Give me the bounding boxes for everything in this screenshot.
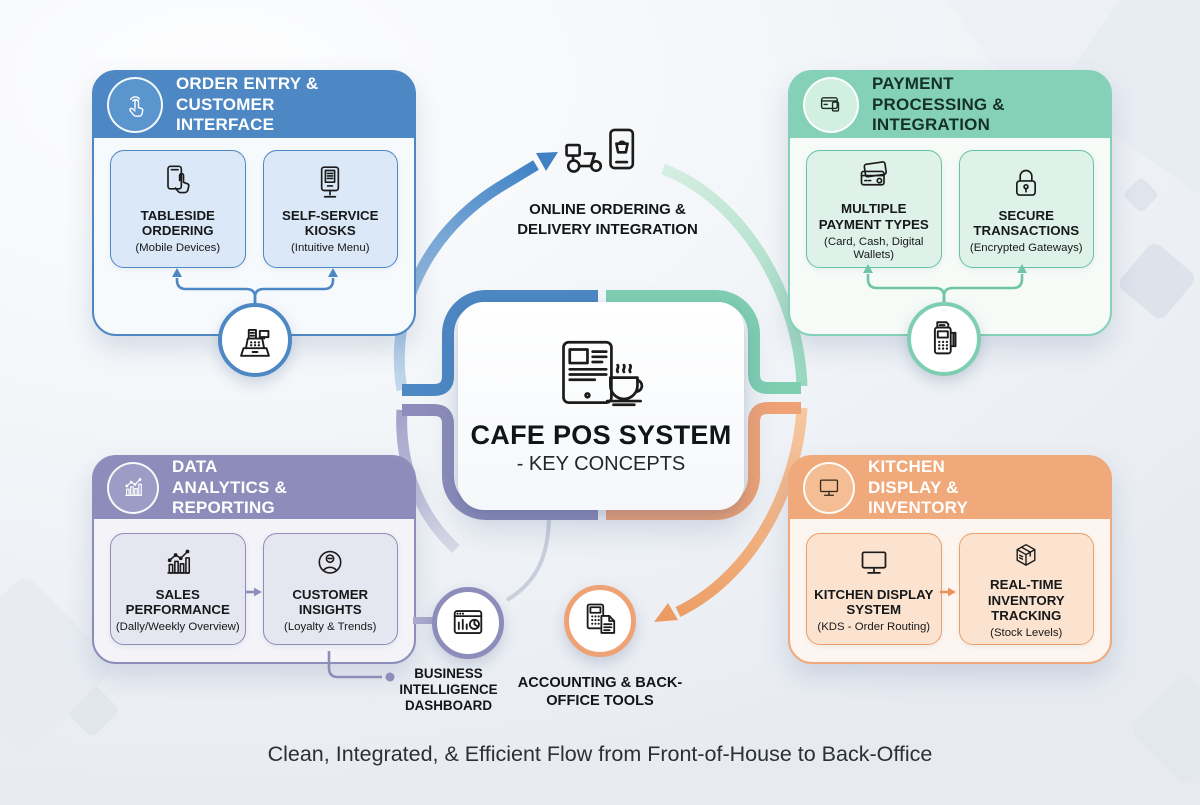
monitor-icon xyxy=(803,462,855,514)
kitchen-title: KITCHEN DISPLAY & INVENTORY xyxy=(868,457,969,518)
card-title: REAL-TIME INVENTORY TRACKING xyxy=(987,576,1065,624)
bar-chart-icon xyxy=(159,544,197,582)
card-subtitle: (KDS - Order Routing) xyxy=(817,621,931,634)
kds-card: KITCHEN DISPLAY SYSTEM (KDS - Order Rout… xyxy=(806,533,942,645)
card-title: CUSTOMER INSIGHTS xyxy=(292,586,369,618)
card-title: SELF-SERVICE KIOSKS xyxy=(281,207,379,239)
sales-performance-card: SALES PERFORMANCE (Dally/Weekly Overview… xyxy=(110,533,246,645)
card-title: MULTIPLE PAYMENT TYPES xyxy=(818,201,929,232)
customer-icon xyxy=(311,544,349,582)
center-subtitle: - KEY CONCEPTS xyxy=(516,452,686,475)
order-entry-box: ORDER ENTRY & CUSTOMER INTERFACE TABLESI… xyxy=(92,70,416,336)
accounting-arrowhead xyxy=(654,603,678,622)
phone-tap-icon xyxy=(158,163,198,203)
card-title: KITCHEN DISPLAY SYSTEM xyxy=(814,586,934,618)
self-service-kiosks-card: SELF-SERVICE KIOSKS (Intuitive Menu) xyxy=(262,150,398,268)
card-title: SECURE TRANSACTIONS xyxy=(973,207,1080,239)
accounting-node xyxy=(564,585,636,657)
card-subtitle: (Encrypted Gateways) xyxy=(969,242,1083,255)
inventory-card: REAL-TIME INVENTORY TRACKING (Stock Leve… xyxy=(958,533,1094,645)
tableside-ordering-card: TABLESIDE ORDERING (Mobile Devices) xyxy=(110,150,246,268)
payment-processing-box: PAYMENT PROCESSING & INTEGRATION MULTIPL… xyxy=(788,70,1112,336)
customer-insights-card: CUSTOMER INSIGHTS (Loyalty & Trends) xyxy=(262,533,398,645)
payment-title: PAYMENT PROCESSING & INTEGRATION xyxy=(872,74,1005,135)
kitchen-display-box: KITCHEN DISPLAY & INVENTORY KITCHEN DISP… xyxy=(788,455,1112,664)
card-title: TABLESIDE ORDERING xyxy=(140,207,215,239)
analytics-header: DATA ANALYTICS & REPORTING xyxy=(94,457,414,519)
cash-register-icon xyxy=(232,317,278,363)
chart-growth-icon xyxy=(107,462,159,514)
wallet-card-icon xyxy=(803,77,859,133)
card-title: SALES PERFORMANCE xyxy=(125,586,230,618)
data-analytics-box: DATA ANALYTICS & REPORTING SALES PERFORM… xyxy=(92,455,416,664)
center-to-bi-connector xyxy=(505,513,551,602)
business-intelligence-label: BUSINESS INTELLIGENCE DASHBOARD xyxy=(399,666,498,713)
diagram-caption: Clean, Integrated, & Efficient Flow from… xyxy=(267,742,933,766)
package-box-icon xyxy=(1007,538,1045,572)
card-subtitle: (Dally/Weekly Overview) xyxy=(115,621,240,634)
bi-dashboard-icon xyxy=(446,601,490,645)
card-terminal-icon xyxy=(921,316,967,362)
center-pos-box: CAFE POS SYSTEM - KEY CONCEPTS xyxy=(458,302,744,510)
payment-terminal-node xyxy=(907,302,981,376)
kiosk-icon xyxy=(310,163,350,203)
order-entry-header: ORDER ENTRY & CUSTOMER INTERFACE xyxy=(94,72,414,138)
secure-transactions-card: SECURE TRANSACTIONS (Encrypted Gateways) xyxy=(958,150,1094,268)
card-subtitle: (Stock Levels) xyxy=(990,626,1063,639)
center-title: CAFE POS SYSTEM xyxy=(470,419,732,450)
business-intelligence-node xyxy=(432,587,504,659)
card-subtitle: (Card, Cash, Digital Wallets) xyxy=(824,235,924,261)
kitchen-header: KITCHEN DISPLAY & INVENTORY xyxy=(790,457,1110,519)
online-arrowhead xyxy=(536,152,558,171)
deco-diamond xyxy=(1116,240,1198,322)
multiple-payment-types-card: MULTIPLE PAYMENT TYPES (Card, Cash, Digi… xyxy=(806,150,942,268)
tablet-coffee-icon xyxy=(551,337,651,412)
calculator-document-icon xyxy=(578,599,622,643)
card-subtitle: (Loyalty & Trends) xyxy=(284,621,377,634)
deco-diamond xyxy=(1128,673,1200,787)
delivery-scooter-phone-icon xyxy=(558,126,642,189)
credit-cards-icon xyxy=(853,156,895,196)
padlock-icon xyxy=(1006,163,1046,203)
accounting-label: ACCOUNTING & BACK-OFFICE TOOLS xyxy=(517,675,683,710)
kds-monitor-icon xyxy=(854,544,894,582)
analytics-title: DATA ANALYTICS & REPORTING xyxy=(172,457,287,518)
order-entry-title: ORDER ENTRY & CUSTOMER INTERFACE xyxy=(176,74,319,135)
cash-register-node xyxy=(218,303,292,377)
tap-gesture-icon xyxy=(107,77,163,133)
card-subtitle: (Mobile Devices) xyxy=(135,242,221,255)
payment-header: PAYMENT PROCESSING & INTEGRATION xyxy=(790,72,1110,138)
card-subtitle: (Intuitive Menu) xyxy=(291,242,370,255)
online-ordering-label: ONLINE ORDERING & DELIVERY INTEGRATION xyxy=(517,201,698,238)
